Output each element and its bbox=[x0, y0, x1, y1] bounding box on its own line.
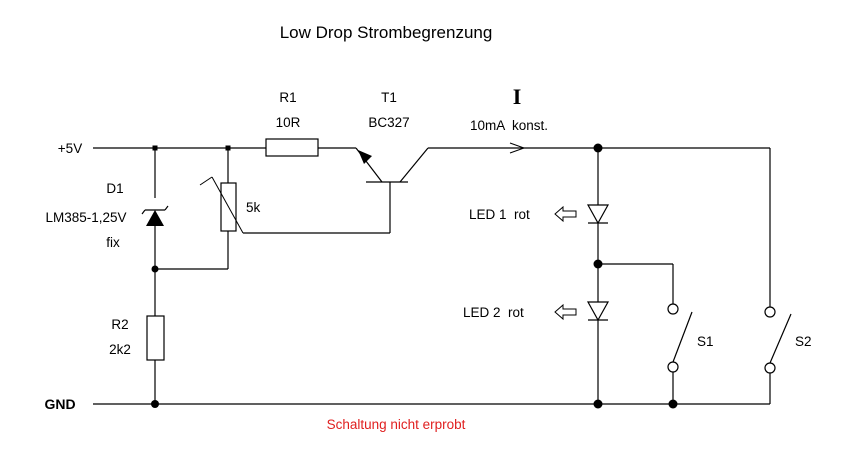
d1-value-label: LM385-1,25V bbox=[45, 210, 126, 225]
r2-resistor bbox=[146, 315, 165, 361]
pot-value-label: 5k bbox=[246, 200, 261, 215]
junction-pot-top bbox=[225, 145, 231, 151]
current-arrow bbox=[509, 142, 526, 154]
r2-name-label: R2 bbox=[111, 317, 128, 332]
r2-value-label: 2k2 bbox=[109, 342, 131, 357]
junction-led-gnd bbox=[593, 399, 603, 409]
t1-value-label: BC327 bbox=[368, 115, 409, 130]
r1-value-label: 10R bbox=[276, 115, 301, 130]
junction-ref-node bbox=[151, 265, 159, 273]
junction-led-mid bbox=[593, 259, 603, 269]
led1-light-arrow-icon bbox=[554, 205, 577, 223]
junctions bbox=[151, 143, 678, 409]
led2-triangle bbox=[586, 301, 610, 322]
s2-switch bbox=[764, 306, 792, 374]
d1-name-label: D1 bbox=[106, 181, 123, 196]
t1-name-label: T1 bbox=[381, 90, 397, 105]
pot-5k bbox=[199, 176, 244, 234]
d1-triangle bbox=[146, 210, 164, 226]
pot-body bbox=[220, 182, 237, 232]
junction-r2-gnd bbox=[151, 400, 159, 408]
led1 bbox=[554, 204, 610, 225]
s2-top-contact bbox=[764, 306, 776, 318]
supply-label: +5V bbox=[58, 141, 82, 156]
junction-d1-top bbox=[152, 145, 158, 151]
led2-label: LED 2 rot bbox=[463, 305, 524, 320]
r1-name-label: R1 bbox=[279, 90, 296, 105]
led1-label: LED 1 rot bbox=[469, 207, 530, 222]
s1-lever bbox=[672, 311, 693, 363]
d1-bar-hook-left bbox=[141, 209, 146, 215]
r1-resistor bbox=[265, 138, 319, 157]
s1-top-contact bbox=[667, 303, 679, 315]
untested-note: Schaltung nicht erprobt bbox=[327, 417, 466, 432]
d1-bar-hook-right bbox=[164, 205, 169, 211]
led1-triangle bbox=[586, 204, 610, 225]
led2-light-arrow-icon bbox=[554, 303, 577, 321]
t1-transistor bbox=[355, 147, 429, 183]
d1-extra-label: fix bbox=[106, 235, 120, 250]
s1-switch bbox=[667, 303, 693, 373]
s1-label: S1 bbox=[697, 334, 714, 349]
d1-zener-diode bbox=[141, 205, 169, 226]
junction-led-top bbox=[593, 143, 603, 153]
ground-label: GND bbox=[44, 396, 75, 412]
pot-adjust-line bbox=[211, 176, 244, 234]
current-value-label: 10mA konst. bbox=[470, 118, 548, 133]
diagram-title: Low Drop Strombegrenzung bbox=[280, 23, 493, 42]
s2-label: S2 bbox=[795, 334, 812, 349]
s2-bottom-contact bbox=[764, 362, 776, 374]
t1-collector-lead bbox=[399, 147, 429, 183]
pot-adjust-tick bbox=[199, 176, 213, 186]
led2 bbox=[554, 301, 610, 322]
junction-s1-gnd bbox=[668, 399, 678, 409]
current-symbol: I bbox=[513, 84, 522, 109]
s2-lever bbox=[769, 313, 792, 364]
s1-bottom-contact bbox=[667, 361, 679, 373]
t1-emitter-arrow bbox=[358, 150, 372, 164]
